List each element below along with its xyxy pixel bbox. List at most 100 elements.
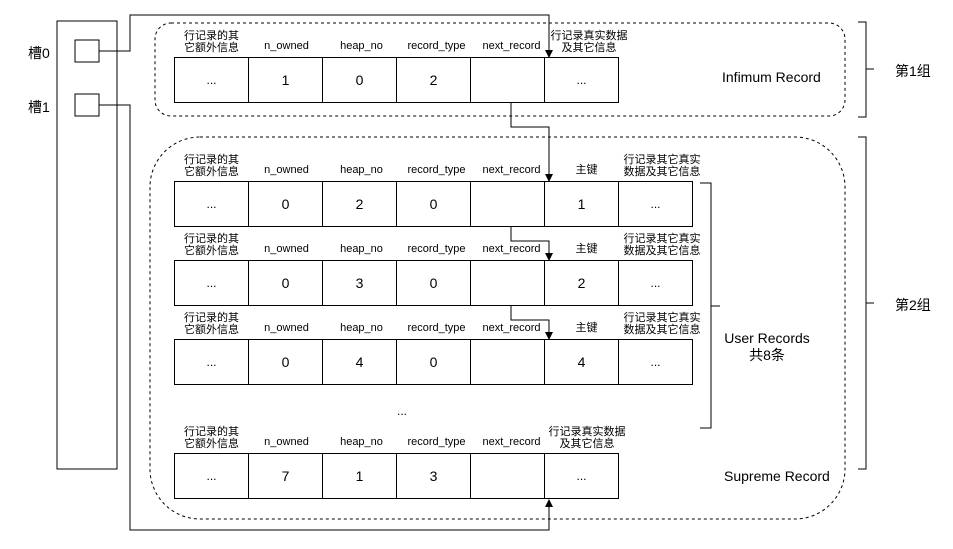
header-text: 它额外信息 xyxy=(184,245,239,257)
cell-data: ... xyxy=(618,260,693,306)
cell-data: ... xyxy=(618,339,693,385)
header-next-record: next_record xyxy=(482,40,541,52)
header-text: 行记录的其 xyxy=(184,30,239,42)
cell-heap-no: 2 xyxy=(322,181,397,227)
header-n-owned: n_owned xyxy=(264,322,309,334)
header-extra-info: 行记录的其 它额外信息 xyxy=(174,233,249,257)
header-record-type: record_type xyxy=(407,164,466,176)
user-records-count: 共8条 xyxy=(749,347,785,363)
header-record-type: record_type xyxy=(407,436,466,448)
cell-data: ... xyxy=(544,57,619,103)
header-text: 它额外信息 xyxy=(184,324,239,336)
header-text: 行记录其它真实 xyxy=(623,312,701,324)
header-primary-key: 主键 xyxy=(575,322,598,334)
cell-extra: ... xyxy=(174,57,249,103)
slot-0-box xyxy=(74,39,100,63)
group-1-container xyxy=(154,22,846,117)
header-other-data: 行记录其它真实 数据及其它信息 xyxy=(617,233,707,257)
header-primary-key: 主键 xyxy=(575,243,598,255)
next-pointer-user-2 xyxy=(510,306,553,340)
cell-record-type: 2 xyxy=(396,57,471,103)
header-other-data: 行记录其它真实 数据及其它信息 xyxy=(617,154,707,178)
cell-record-type: 3 xyxy=(396,453,471,499)
cell-n-owned: 0 xyxy=(248,260,323,306)
slot-0-label: 槽0 xyxy=(28,45,50,61)
header-n-owned: n_owned xyxy=(264,40,309,52)
next-pointer-user-1 xyxy=(510,227,553,261)
supremum-label: Supreme Record xyxy=(724,468,830,484)
next-pointer-infimum xyxy=(510,103,553,182)
group-1-label: 第1组 xyxy=(895,63,931,79)
header-data-other: 行记录真实数据 及其它信息 xyxy=(549,30,629,54)
group-2-label: 第2组 xyxy=(895,297,931,313)
slot-0-pointer xyxy=(99,14,553,58)
header-text: 行记录其它真实 xyxy=(623,154,701,166)
cell-record-type: 0 xyxy=(396,181,471,227)
cell-extra: ... xyxy=(174,453,249,499)
cell-data: ... xyxy=(544,453,619,499)
cell-primary-key: 4 xyxy=(544,339,619,385)
cell-n-owned: 0 xyxy=(248,181,323,227)
header-text: 数据及其它信息 xyxy=(623,166,701,178)
header-heap-no: heap_no xyxy=(340,40,383,52)
cell-next-record xyxy=(470,260,545,306)
group-2-container xyxy=(149,136,846,520)
header-next-record: next_record xyxy=(482,243,541,255)
user-records-title: User Records xyxy=(724,330,810,346)
user-records-label: User Records 共8条 xyxy=(720,330,814,364)
record-row-infimum: ... 1 0 2 ... xyxy=(174,57,619,103)
cell-extra: ... xyxy=(174,181,249,227)
header-heap-no: heap_no xyxy=(340,243,383,255)
cell-next-record xyxy=(470,57,545,103)
page-directory-frame xyxy=(56,20,118,470)
cell-n-owned: 1 xyxy=(248,57,323,103)
cell-n-owned: 7 xyxy=(248,453,323,499)
header-data-other: 行记录真实数据 及其它信息 xyxy=(546,426,628,450)
cell-heap-no: 0 xyxy=(322,57,397,103)
header-text: 行记录的其 xyxy=(184,233,239,245)
record-row-user-2: ... 0 3 0 2 ... xyxy=(174,260,693,306)
cell-record-type: 0 xyxy=(396,339,471,385)
cell-primary-key: 1 xyxy=(544,181,619,227)
header-record-type: record_type xyxy=(407,40,466,52)
infimum-label: Infimum Record xyxy=(722,69,821,85)
header-other-data: 行记录其它真实 数据及其它信息 xyxy=(617,312,707,336)
header-text: 及其它信息 xyxy=(561,42,617,54)
cell-next-record xyxy=(470,181,545,227)
cell-primary-key: 2 xyxy=(544,260,619,306)
header-next-record: next_record xyxy=(482,436,541,448)
cell-heap-no: 4 xyxy=(322,339,397,385)
slot-1-pointer xyxy=(99,104,553,531)
header-next-record: next_record xyxy=(482,322,541,334)
header-text: 行记录的其 xyxy=(184,154,239,166)
cell-next-record xyxy=(470,453,545,499)
cell-data: ... xyxy=(618,181,693,227)
slot-1-label: 槽1 xyxy=(28,99,50,115)
header-n-owned: n_owned xyxy=(264,436,309,448)
header-next-record: next_record xyxy=(482,164,541,176)
omitted-records-dots: ... xyxy=(396,404,407,418)
header-heap-no: heap_no xyxy=(340,164,383,176)
header-text: 及其它信息 xyxy=(559,438,615,450)
record-row-supremum: ... 7 1 3 ... xyxy=(174,453,619,499)
header-heap-no: heap_no xyxy=(340,436,383,448)
group-1-bracket xyxy=(858,21,867,118)
cell-heap-no: 1 xyxy=(322,453,397,499)
header-extra-info: 行记录的其 它额外信息 xyxy=(174,154,249,178)
slot-1-box xyxy=(74,93,100,117)
header-text: 行记录真实数据 xyxy=(550,30,628,42)
group-2-bracket xyxy=(858,136,867,470)
cell-extra: ... xyxy=(174,260,249,306)
cell-heap-no: 3 xyxy=(322,260,397,306)
cell-n-owned: 0 xyxy=(248,339,323,385)
header-n-owned: n_owned xyxy=(264,164,309,176)
record-row-user-1: ... 0 2 0 1 ... xyxy=(174,181,693,227)
header-record-type: record_type xyxy=(407,322,466,334)
cell-next-record xyxy=(470,339,545,385)
header-extra-info: 行记录的其 它额外信息 xyxy=(174,312,249,336)
header-n-owned: n_owned xyxy=(264,243,309,255)
record-row-user-4: ... 0 4 0 4 ... xyxy=(174,339,693,385)
header-extra-info: 行记录的其 它额外信息 xyxy=(174,426,249,450)
header-text: 它额外信息 xyxy=(184,42,239,54)
header-heap-no: heap_no xyxy=(340,322,383,334)
